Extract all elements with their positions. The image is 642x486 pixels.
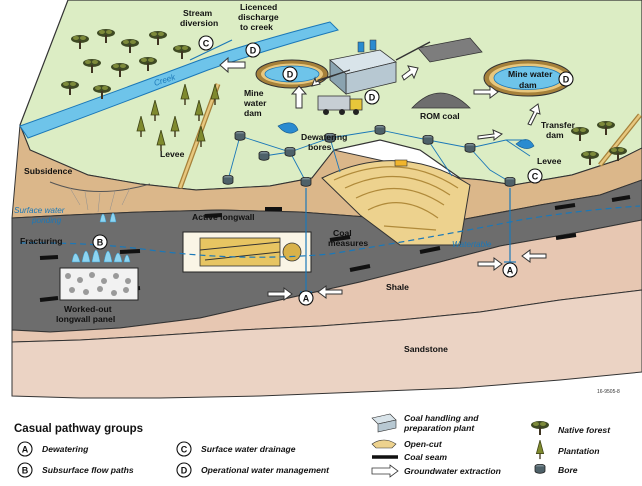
svg-text:Coal seam: Coal seam	[404, 452, 447, 462]
label-measures: measures	[328, 238, 368, 248]
label-surface-water: Surface water	[14, 206, 65, 215]
marker-levee-right: C	[527, 168, 543, 184]
label-worked-out: Worked-out	[64, 304, 112, 314]
worked-out-panel	[59, 267, 139, 301]
rom-coal-pile	[411, 92, 471, 109]
diagram-labels: Stream diversion Licenced discharge to c…	[14, 2, 620, 395]
legend-group-c: C Surface water drainage	[176, 441, 296, 457]
sandstone-layer	[11, 289, 642, 399]
label-sandstone: Sandstone	[404, 344, 448, 354]
coal-handling-plant	[329, 39, 431, 95]
legend-open-cut: Open-cut	[371, 439, 443, 449]
svg-text:Native forest: Native forest	[558, 425, 611, 435]
label-mine-dam-r2: dam	[519, 80, 537, 90]
legend-plantation: Plantation	[535, 440, 600, 460]
svg-text:D: D	[563, 75, 570, 85]
svg-text:D: D	[369, 93, 376, 103]
svg-text:Plantation: Plantation	[558, 446, 600, 456]
coal-seam-lines	[39, 195, 631, 302]
label-fracturing: Fracturing	[20, 236, 63, 246]
svg-text:Coal handling and: Coal handling and	[404, 413, 479, 423]
svg-text:Subsurface flow paths: Subsurface flow paths	[42, 465, 134, 475]
legend-native-forest: Native forest	[531, 421, 611, 435]
label-diversion: diversion	[180, 18, 218, 28]
legend: Casual pathway groups A Dewatering B Sub…	[14, 413, 611, 478]
label-bores: bores	[308, 142, 332, 152]
marker-mine-water-dam-right: D	[558, 71, 574, 87]
label-shale: Shale	[386, 282, 409, 292]
label-transfer: Transfer	[541, 120, 576, 130]
svg-text:A: A	[303, 294, 310, 304]
svg-text:B: B	[97, 238, 104, 248]
label-longwall-panel: longwall panel	[56, 314, 115, 324]
label-mine-dam-l1: Mine	[244, 88, 264, 98]
label-subsidence: Subsidence	[24, 166, 72, 176]
legend-group-d: D Operational water management	[176, 462, 330, 478]
svg-text:Operational water management: Operational water management	[201, 465, 330, 475]
legend-coal-seam: Coal seam	[372, 452, 447, 462]
label-mine-dam-r1: Mine water	[508, 69, 553, 79]
svg-text:Open-cut: Open-cut	[404, 439, 443, 449]
geology-block	[11, 0, 642, 399]
legend-title: Casual pathway groups	[14, 423, 143, 435]
marker-bore-left: A	[298, 290, 314, 306]
subsidence-cracks	[69, 187, 131, 213]
svg-text:A: A	[507, 266, 514, 276]
label-mine-dam-l2: water	[243, 98, 267, 108]
svg-text:D: D	[181, 466, 188, 476]
svg-text:Groundwater extraction: Groundwater extraction	[404, 466, 501, 476]
legend-bore: Bore	[534, 464, 578, 475]
svg-text:B: B	[22, 466, 29, 476]
open-cut-pit	[321, 159, 471, 246]
svg-text:C: C	[181, 445, 188, 455]
svg-text:preparation plant: preparation plant	[403, 423, 475, 433]
svg-text:Bore: Bore	[558, 465, 578, 475]
mine-water-dam-right	[483, 59, 573, 97]
label-levee-right: Levee	[537, 156, 562, 166]
svg-text:Surface water drainage: Surface water drainage	[201, 444, 296, 454]
svg-text:A: A	[22, 445, 29, 455]
svg-text:C: C	[532, 172, 539, 182]
conveyor-shed	[417, 37, 483, 63]
label-to-creek: to creek	[240, 22, 273, 32]
marker-truck: D	[364, 89, 380, 105]
svg-text:C: C	[203, 39, 210, 49]
svg-text:D: D	[287, 70, 294, 80]
legend-group-b: B Subsurface flow paths	[17, 462, 134, 478]
svg-text:Dewatering: Dewatering	[42, 444, 89, 454]
watertable-line	[19, 205, 641, 258]
marker-bore-right: A	[502, 262, 518, 278]
legend-group-a: A Dewatering	[17, 441, 89, 457]
label-active-longwall: Active longwall	[192, 212, 255, 222]
figure-id: 16-9505-8	[597, 389, 620, 395]
label-discharge: discharge	[238, 12, 279, 22]
label-rom-coal: ROM coal	[420, 111, 460, 121]
truck	[317, 95, 363, 115]
fracturing-flows	[71, 212, 131, 263]
flow-arrows	[219, 56, 547, 301]
label-dewatering: Dewatering	[301, 132, 347, 142]
legend-groundwater: Groundwater extraction	[371, 464, 501, 478]
label-mine-dam-l3: dam	[244, 108, 262, 118]
label-stream: Stream	[183, 8, 212, 18]
label-licenced: Licenced	[240, 2, 277, 12]
label-watertable: Watertable	[452, 240, 492, 249]
marker-stream-diversion: C	[198, 35, 214, 51]
marker-fracturing: B	[92, 234, 108, 250]
label-levee-left: Levee	[160, 149, 185, 159]
label-ponding: ponding	[31, 216, 62, 225]
legend-plant: Coal handling and preparation plant	[371, 413, 479, 433]
marker-licenced-discharge: D	[245, 42, 261, 58]
label-coal: Coal	[333, 228, 352, 238]
marker-mine-water-dam-left: D	[282, 66, 298, 82]
active-longwall-machine	[182, 231, 312, 273]
svg-text:D: D	[250, 46, 257, 56]
label-transfer-dam: dam	[546, 130, 564, 140]
